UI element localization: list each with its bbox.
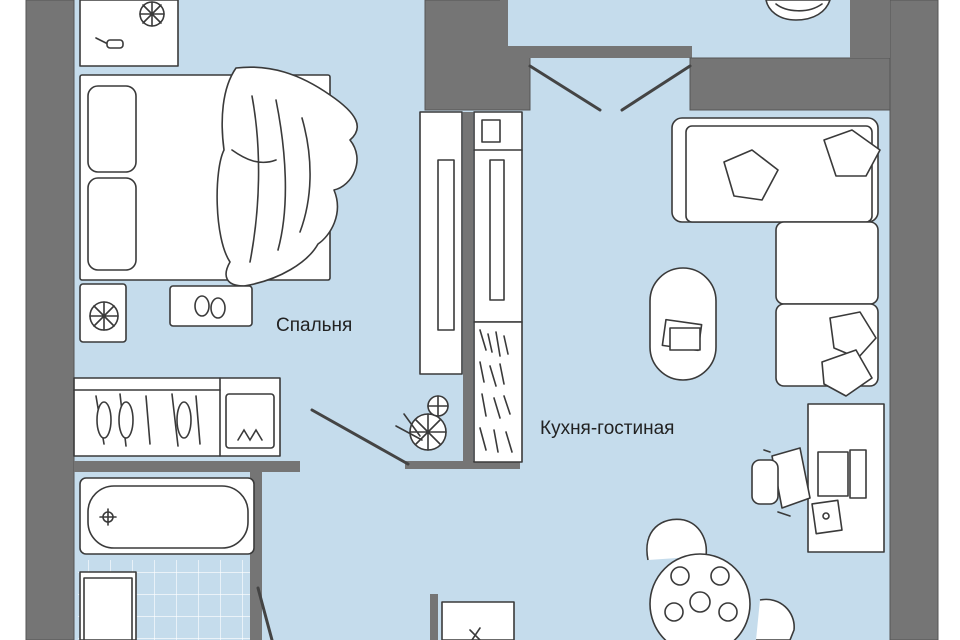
wall-top-right-pier [689, 57, 891, 111]
slippers-icon [169, 285, 253, 327]
wall-top-inner [500, 0, 508, 46]
book-icon [661, 318, 703, 352]
tv-cabinet [419, 111, 463, 375]
kitchen-cabinet-column [473, 111, 523, 323]
partition-bedroom-bath [74, 461, 300, 472]
toilet-icon [79, 571, 137, 640]
door-bedroom [310, 408, 410, 466]
room-label-kitchen-living: Кухня-гостиная [540, 418, 674, 439]
bookshelf [473, 321, 523, 463]
drain-icon [99, 508, 117, 526]
wall-top-band [500, 46, 692, 58]
balcony-chair [765, 0, 831, 21]
door-balcony-right [620, 64, 692, 112]
partition-corridor-stub [405, 461, 520, 469]
hairbrush-icon [95, 37, 124, 49]
door-balcony-left [528, 64, 602, 112]
double-bed [79, 66, 359, 287]
fan-icon [79, 283, 127, 343]
kitchen-counter [441, 601, 515, 640]
hanger-icon [96, 401, 192, 439]
coffee-table [649, 267, 717, 381]
room-label-bedroom: Спальня [276, 315, 352, 336]
potted-plant-icon [395, 395, 449, 451]
dining-table [646, 518, 795, 640]
tablet-icon [811, 499, 843, 535]
office-chair [751, 447, 811, 517]
partition-bedroom-kitchen [463, 112, 473, 466]
door-bathroom [256, 586, 274, 640]
wardrobe [73, 377, 281, 457]
wall-left [25, 0, 75, 640]
wall-top-right-inner [850, 0, 890, 58]
plant-icon [139, 1, 165, 27]
plate-icon [664, 566, 738, 622]
partition-lower-post [430, 594, 438, 640]
wall-right [889, 0, 939, 640]
laptop-icon [817, 449, 867, 499]
bathtub [79, 477, 255, 555]
corner-sofa [671, 117, 881, 397]
desk [807, 403, 885, 553]
